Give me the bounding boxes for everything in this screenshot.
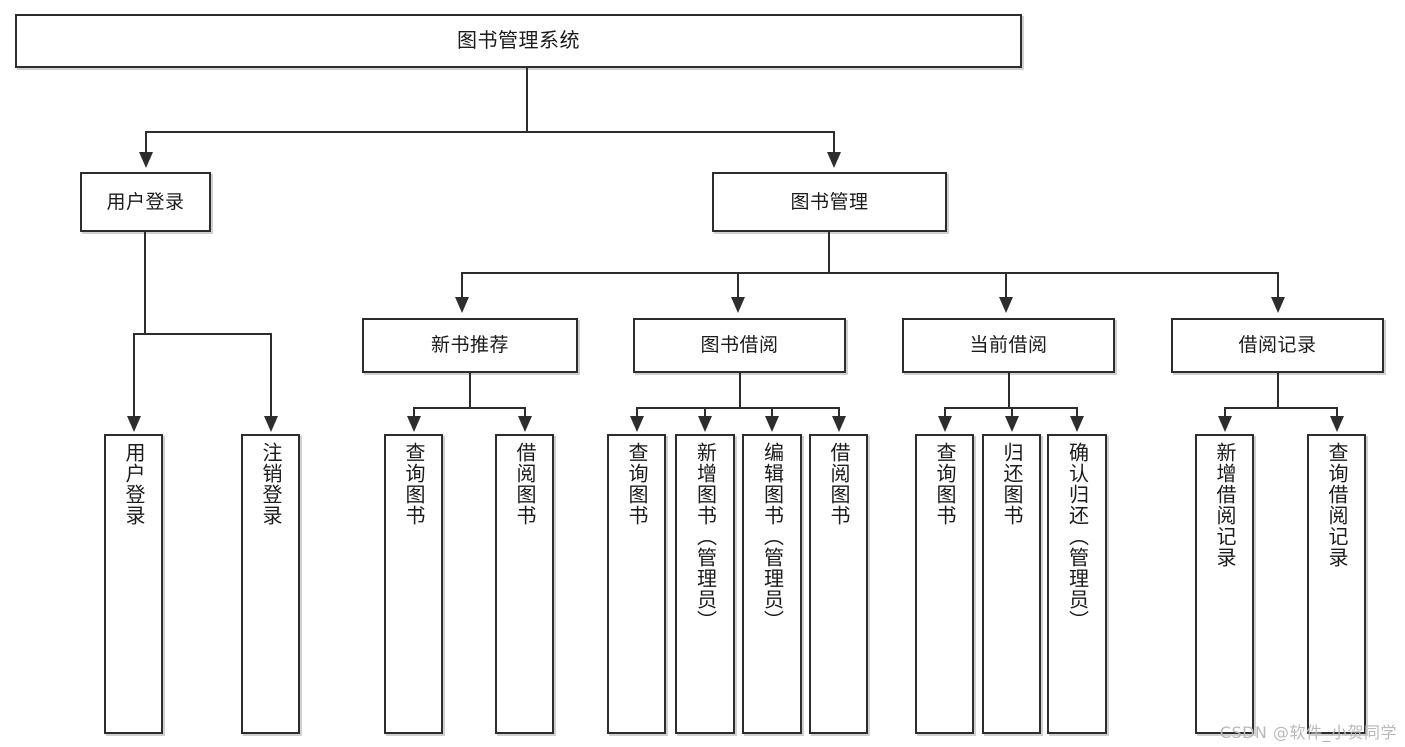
leaf-add-borrow-record[interactable]: 新增借阅记录 xyxy=(1195,434,1254,734)
connector-book-borrow-bar xyxy=(636,407,840,409)
node-label: 借阅图书 xyxy=(513,442,537,526)
connector-root-stem xyxy=(526,68,528,132)
connector-level3-drop-3 xyxy=(1005,272,1007,298)
connector-user-login-drop-2 xyxy=(270,333,272,417)
leaf-user-login[interactable]: 用户登录 xyxy=(104,434,163,734)
csdn-watermark: CSDN @软件_小贺同学 xyxy=(1219,723,1397,742)
node-book-borrow[interactable]: 图书借阅 xyxy=(633,318,846,373)
arrow-to-current-borrow xyxy=(999,297,1013,313)
arrow-to-leaf-logout xyxy=(264,416,278,432)
connector-root-drop-right xyxy=(833,131,835,153)
arrow-to-leaf-borrow-book-1 xyxy=(518,416,532,432)
arrow-to-leaf-query-book-3 xyxy=(938,416,952,432)
connector-book-manage-stem xyxy=(828,232,830,273)
node-label: 注销登录 xyxy=(259,442,283,526)
connector-current-borrow-stem xyxy=(1008,373,1010,408)
connector-book-borrow-stem xyxy=(739,373,741,408)
connector-book-borrow-drop-2 xyxy=(704,407,706,417)
connector-current-borrow-drop-3 xyxy=(1076,407,1078,417)
leaf-borrow-book[interactable]: 借阅图书 xyxy=(809,434,868,734)
node-label: 查询借阅记录 xyxy=(1325,442,1349,568)
connector-root-drop-left xyxy=(145,131,147,153)
arrow-to-leaf-query-record xyxy=(1330,416,1344,432)
connector-level3-drop-2 xyxy=(737,272,739,298)
connector-level3-drop-4 xyxy=(1277,272,1279,298)
node-borrow-record[interactable]: 借阅记录 xyxy=(1171,318,1384,373)
connector-root-bar xyxy=(145,131,835,133)
leaf-borrow-book-new-recommend[interactable]: 借阅图书 xyxy=(495,434,554,734)
connector-borrow-record-drop-1 xyxy=(1224,407,1226,417)
connector-user-login-stem xyxy=(144,232,146,334)
arrow-to-borrow-record xyxy=(1271,297,1285,313)
connector-book-borrow-drop-1 xyxy=(636,407,638,417)
node-label: 新书推荐 xyxy=(430,334,509,357)
node-root-system[interactable]: 图书管理系统 xyxy=(15,14,1022,68)
node-label: 图书借阅 xyxy=(700,334,779,357)
leaf-edit-book-admin[interactable]: 编辑图书（管理员） xyxy=(742,434,802,734)
arrow-to-leaf-query-book-1 xyxy=(407,416,421,432)
arrow-to-leaf-user-login xyxy=(127,416,141,432)
arrow-to-book-borrow xyxy=(731,297,745,313)
arrow-to-leaf-add-book xyxy=(698,416,712,432)
connector-new-book-bar xyxy=(413,407,526,409)
connector-current-borrow-drop-1 xyxy=(944,407,946,417)
node-book-management[interactable]: 图书管理 xyxy=(712,172,947,232)
leaf-query-book-borrow[interactable]: 查询图书 xyxy=(607,434,666,734)
connector-book-borrow-drop-3 xyxy=(771,407,773,417)
arrow-to-leaf-edit-book xyxy=(765,416,779,432)
leaf-query-book-new-recommend[interactable]: 查询图书 xyxy=(384,434,443,734)
connector-level3-drop-1 xyxy=(461,272,463,298)
connector-new-book-drop-2 xyxy=(524,407,526,417)
connector-current-borrow-drop-2 xyxy=(1011,407,1013,417)
node-current-borrow[interactable]: 当前借阅 xyxy=(902,318,1115,373)
arrow-to-user-login xyxy=(139,152,153,168)
node-new-book-recommend[interactable]: 新书推荐 xyxy=(362,318,578,373)
node-label: 借阅记录 xyxy=(1238,334,1317,357)
connector-new-book-drop-1 xyxy=(413,407,415,417)
node-label: 图书管理 xyxy=(790,190,869,213)
node-label: 用户登录 xyxy=(122,442,146,526)
arrow-to-leaf-confirm-return xyxy=(1070,416,1084,432)
node-user-login[interactable]: 用户登录 xyxy=(80,172,211,232)
node-label: 查询图书 xyxy=(402,442,426,526)
node-label: 查询图书 xyxy=(933,442,957,526)
arrow-to-new-book-recommend xyxy=(455,297,469,313)
node-label: 用户登录 xyxy=(106,190,185,213)
leaf-query-borrow-record[interactable]: 查询借阅记录 xyxy=(1307,434,1366,734)
node-label: 新增借阅记录 xyxy=(1213,442,1237,568)
arrow-to-book-manage xyxy=(827,152,841,168)
arrow-to-leaf-borrow-book-2 xyxy=(832,416,846,432)
leaf-add-book-admin[interactable]: 新增图书（管理员） xyxy=(675,434,735,734)
node-label: 归还图书 xyxy=(1000,442,1024,526)
connector-book-borrow-drop-4 xyxy=(838,407,840,417)
arrow-to-leaf-return-book xyxy=(1005,416,1019,432)
node-label: 编辑图书（管理员） xyxy=(760,442,785,631)
leaf-logout[interactable]: 注销登录 xyxy=(241,434,300,734)
connector-book-manage-bar xyxy=(461,272,1279,274)
connector-user-login-drop-1 xyxy=(133,333,135,417)
connector-borrow-record-stem xyxy=(1277,373,1279,408)
node-label: 图书管理系统 xyxy=(457,28,580,53)
leaf-confirm-return-admin[interactable]: 确认归还（管理员） xyxy=(1047,434,1107,734)
connector-user-login-bar xyxy=(133,333,272,335)
node-label: 借阅图书 xyxy=(827,442,851,526)
node-label: 新增图书（管理员） xyxy=(693,442,718,631)
arrow-to-leaf-add-record xyxy=(1218,416,1232,432)
leaf-query-book-current[interactable]: 查询图书 xyxy=(915,434,974,734)
arrow-to-leaf-query-book-2 xyxy=(630,416,644,432)
connector-borrow-record-drop-2 xyxy=(1336,407,1338,417)
connector-new-book-stem xyxy=(469,373,471,408)
connector-borrow-record-bar xyxy=(1224,407,1338,409)
node-label: 查询图书 xyxy=(625,442,649,526)
node-label: 当前借阅 xyxy=(969,334,1048,357)
node-label: 确认归还（管理员） xyxy=(1065,442,1090,631)
leaf-return-book[interactable]: 归还图书 xyxy=(982,434,1041,734)
